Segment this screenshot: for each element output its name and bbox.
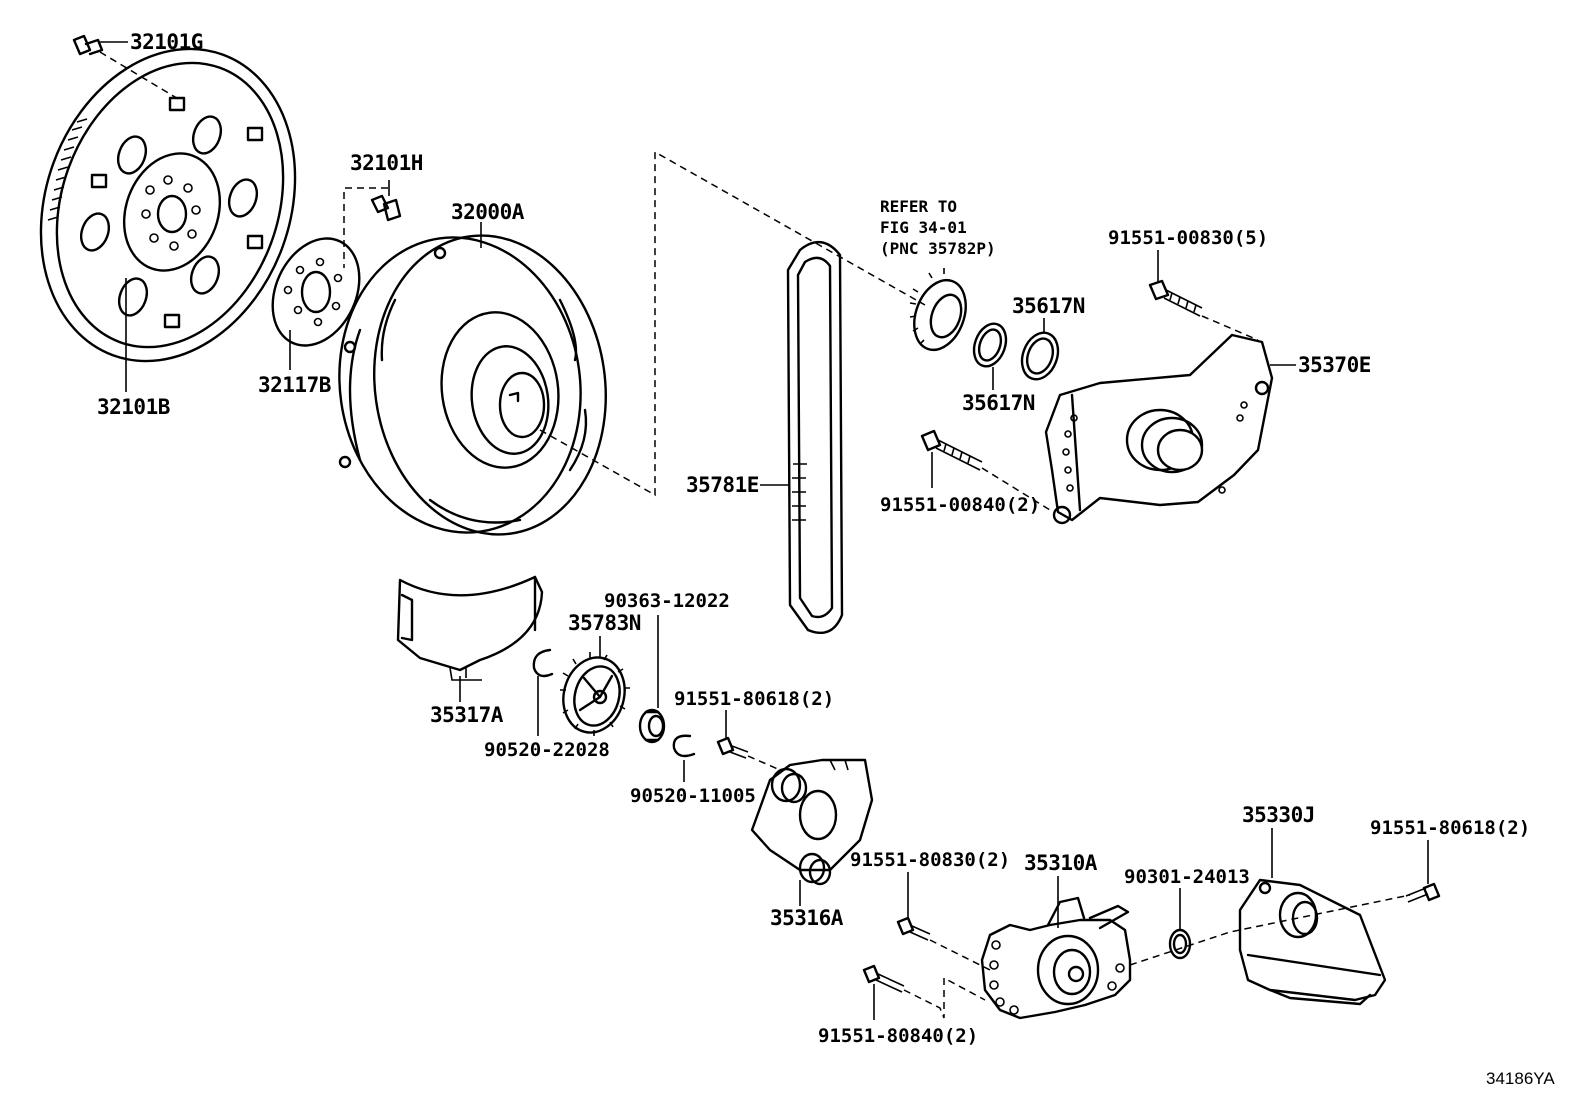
dash-32101h bbox=[343, 187, 388, 268]
label-32101b: 32101B bbox=[97, 395, 170, 419]
label-91551-80830: 91551-80830(2) bbox=[850, 849, 1010, 871]
cover-35316a bbox=[750, 758, 874, 886]
note-pnc: (PNC 35782P) bbox=[880, 239, 996, 258]
housing-35370e bbox=[1044, 333, 1274, 525]
label-35330j: 35330J bbox=[1242, 803, 1315, 827]
note-refer-to: REFER TO bbox=[880, 197, 957, 216]
label-32101h: 32101H bbox=[350, 151, 423, 175]
label-90363-12022: 90363-12022 bbox=[604, 590, 730, 612]
label-35783n: 35783N bbox=[568, 611, 641, 635]
label-91551-80618-b: 91551-80618(2) bbox=[1370, 817, 1530, 839]
drive-sprocket-35782p bbox=[909, 268, 967, 352]
bolt-91551-80830 bbox=[896, 916, 991, 971]
label-35317a: 35317A bbox=[430, 703, 504, 727]
torque-converter-32000a bbox=[338, 234, 607, 536]
label-90520-11005: 90520-11005 bbox=[630, 785, 756, 807]
bolt-91551-80618-left bbox=[716, 736, 781, 771]
label-90301-24013: 90301-24013 bbox=[1124, 866, 1250, 888]
o-ring-90301-24013 bbox=[1168, 928, 1192, 960]
label-35781e: 35781E bbox=[686, 473, 759, 497]
figure-id: 34186YA bbox=[1486, 1069, 1555, 1088]
snap-ring-90520-11005 bbox=[672, 734, 696, 758]
note-figure: FIG 34-01 bbox=[880, 218, 967, 237]
driven-sprocket-35783n bbox=[560, 652, 630, 736]
drive-chain-35781e bbox=[786, 241, 844, 635]
cover-35317a bbox=[396, 575, 544, 681]
label-35310a: 35310A bbox=[1024, 851, 1098, 875]
oil-strainer-35330j bbox=[1238, 878, 1387, 1006]
label-90520-22028: 90520-22028 bbox=[484, 739, 610, 761]
label-32000a: 32000A bbox=[451, 200, 525, 224]
label-91551-80618-a: 91551-80618(2) bbox=[674, 688, 834, 710]
bolt-32101h bbox=[370, 194, 402, 222]
bolt-91551-00840 bbox=[920, 429, 1051, 511]
bolt-91551-80840 bbox=[862, 964, 986, 1019]
oil-pump-35310a bbox=[980, 896, 1132, 1020]
label-32101g: 32101G bbox=[130, 30, 203, 54]
label-91551-80840: 91551-80840(2) bbox=[818, 1025, 978, 1047]
dash-converter-axis bbox=[539, 150, 926, 497]
label-35370e: 35370E bbox=[1298, 353, 1371, 377]
label-91551-00840: 91551-00840(2) bbox=[880, 494, 1040, 516]
drive-plate-32101b bbox=[39, 47, 297, 363]
label-35316a: 35316A bbox=[770, 906, 844, 930]
bolt-32101g bbox=[72, 34, 181, 101]
bolt-91551-00830 bbox=[1148, 279, 1259, 341]
label-35617n-b: 35617N bbox=[962, 391, 1035, 415]
o-ring-35617n-right bbox=[1020, 331, 1060, 381]
label-35617n-a: 35617N bbox=[1012, 294, 1085, 318]
o-ring-35617n-left bbox=[972, 322, 1008, 368]
label-91551-00830: 91551-00830(5) bbox=[1108, 227, 1268, 249]
bearing-90363-12022 bbox=[638, 708, 666, 744]
bolt-91551-80618-right bbox=[1405, 882, 1441, 903]
label-32117b: 32117B bbox=[258, 373, 331, 397]
snap-ring-90520-22028 bbox=[532, 648, 554, 678]
